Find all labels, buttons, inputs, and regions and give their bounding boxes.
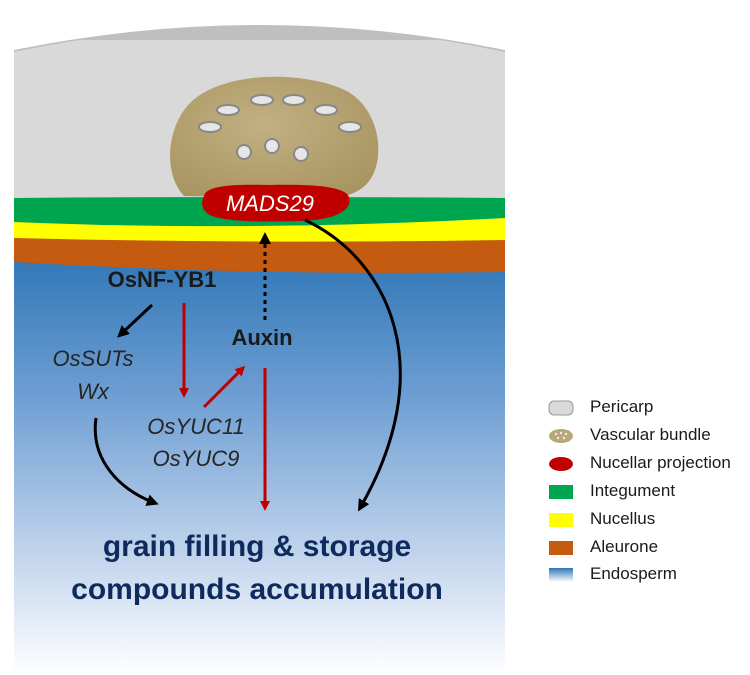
integument-swatch-icon: [549, 485, 573, 499]
nucellar-projection-swatch-icon: [549, 457, 573, 471]
nucellar-projection: [202, 184, 350, 222]
outcome-line-2: compounds accumulation: [71, 573, 443, 606]
arrow-yuc-to-auxin: [202, 365, 246, 409]
legend-label: Aleurone: [590, 537, 659, 556]
mads29-label: MADS29: [226, 191, 314, 216]
legend-label: Nucellar projection: [590, 453, 731, 472]
wx-label: Wx: [77, 379, 110, 404]
legend-item-nucellar-projection: Nucellar projection: [548, 452, 748, 476]
legend-item-pericarp: Pericarp: [548, 396, 748, 420]
auxin-label: Auxin: [231, 325, 292, 350]
legend-label: Nucellus: [590, 509, 656, 528]
legend-label: Vascular bundle: [590, 425, 711, 444]
legend-item-nucellus: Nucellus: [548, 508, 748, 532]
vascular-bundle-swatch-icon: [549, 429, 573, 443]
nucellus-swatch-icon: [549, 513, 573, 527]
arrow-mads29-to-grain: [304, 218, 402, 512]
legend-item-integument: Integument: [548, 480, 748, 504]
osyuc9-label: OsYUC9: [153, 446, 240, 471]
arrow-suts-to-grain: [93, 417, 159, 506]
arrow-nfyb1-to-suts: [117, 303, 154, 338]
legend-label: Pericarp: [590, 397, 654, 416]
aleurone-swatch-icon: [549, 541, 573, 555]
legend-item-aleurone: Aleurone: [548, 536, 748, 560]
outcome-line-1: grain filling & storage: [103, 530, 411, 563]
ossuts-label: OsSUTs: [52, 346, 133, 371]
legend-item-endosperm: Endosperm: [548, 563, 748, 587]
legend-label: Endosperm: [590, 564, 677, 583]
osyuc11-label: OsYUC11: [147, 414, 244, 439]
pericarp-swatch-icon: [548, 400, 574, 416]
legend-label: Integument: [590, 481, 676, 500]
vascular-bundle: [170, 76, 379, 198]
osnf-yb1-label: OsNF-YB1: [108, 267, 217, 292]
endosperm-swatch-icon: [549, 568, 573, 582]
endosperm: [14, 250, 505, 675]
vascular-vessels: [198, 94, 362, 162]
legend-item-vascular-bundle: Vascular bundle: [548, 424, 748, 448]
